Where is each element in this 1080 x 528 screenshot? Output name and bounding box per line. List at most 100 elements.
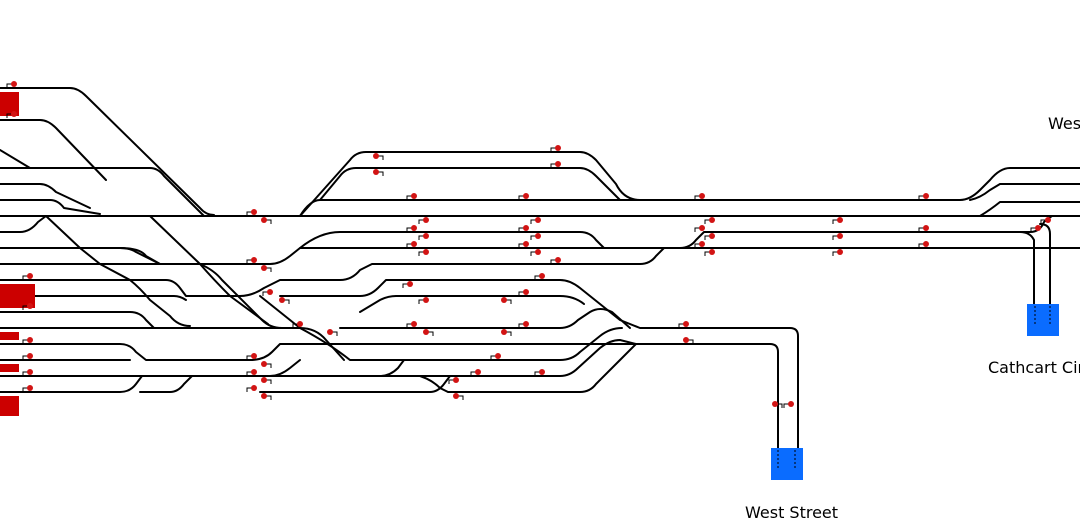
platform-block	[0, 396, 19, 416]
signal-icon[interactable]	[1030, 225, 1041, 232]
signal-head	[423, 249, 429, 255]
signal-icon[interactable]	[550, 161, 561, 168]
signal-head	[1045, 217, 1051, 223]
signal-icon[interactable]	[418, 249, 429, 256]
signal-icon[interactable]	[530, 217, 541, 224]
signal-post	[22, 339, 28, 344]
signal-icon[interactable]	[261, 217, 272, 224]
signal-icon[interactable]	[22, 353, 33, 360]
signal-head	[27, 353, 33, 359]
signal-icon[interactable]	[918, 193, 929, 200]
signal-icon[interactable]	[418, 217, 429, 224]
signal-icon[interactable]	[530, 233, 541, 240]
signal-icon[interactable]	[246, 257, 257, 264]
signal-icon[interactable]	[453, 393, 464, 400]
signal-icon[interactable]	[406, 241, 417, 248]
signal-icon[interactable]	[373, 153, 384, 160]
signal-head	[27, 369, 33, 375]
signal-post	[266, 219, 272, 224]
track-line	[0, 311, 301, 329]
signal-post	[406, 243, 412, 248]
signal-icon[interactable]	[279, 297, 290, 304]
signal-icon[interactable]	[246, 209, 257, 216]
signal-head	[251, 209, 257, 215]
signal-icon[interactable]	[418, 297, 429, 304]
signal-icon[interactable]	[246, 369, 257, 376]
signal-icon[interactable]	[261, 265, 272, 272]
signal-post	[550, 163, 556, 168]
signal-icon[interactable]	[406, 225, 417, 232]
signal-icon[interactable]	[373, 169, 384, 176]
signal-icon[interactable]	[262, 289, 273, 296]
signal-head	[27, 385, 33, 391]
signal-icon[interactable]	[406, 321, 417, 328]
signal-icon[interactable]	[832, 233, 843, 240]
signal-icon[interactable]	[772, 401, 783, 408]
signal-icon[interactable]	[22, 369, 33, 376]
signal-icon[interactable]	[550, 257, 561, 264]
signal-post	[518, 227, 524, 232]
signal-icon[interactable]	[448, 377, 459, 384]
signal-icon[interactable]	[694, 241, 705, 248]
signal-icon[interactable]	[22, 273, 33, 280]
signal-post	[266, 379, 272, 384]
signal-icon[interactable]	[246, 353, 257, 360]
signal-icon[interactable]	[518, 321, 529, 328]
signal-head	[523, 225, 529, 231]
signal-icon[interactable]	[261, 393, 272, 400]
signal-icon[interactable]	[918, 225, 929, 232]
signal-icon[interactable]	[704, 217, 715, 224]
signal-icon[interactable]	[501, 297, 512, 304]
signal-icon[interactable]	[678, 321, 689, 328]
signal-icon[interactable]	[694, 193, 705, 200]
signal-icon[interactable]	[704, 233, 715, 240]
signal-icon[interactable]	[550, 145, 561, 152]
signal-icon[interactable]	[470, 369, 481, 376]
signal-icon[interactable]	[423, 329, 434, 336]
signal-icon[interactable]	[832, 249, 843, 256]
signal-icon[interactable]	[490, 353, 501, 360]
signal-icon[interactable]	[261, 377, 272, 384]
signal-icon[interactable]	[406, 193, 417, 200]
station-block-icon[interactable]	[1027, 304, 1059, 336]
buffer-stop-icon	[777, 450, 796, 470]
signal-icon[interactable]	[704, 249, 715, 256]
signal-post	[832, 235, 838, 240]
signal-icon[interactable]	[518, 289, 529, 296]
signal-icon[interactable]	[246, 385, 257, 392]
signal-post	[678, 323, 684, 328]
signal-icon[interactable]	[402, 281, 413, 288]
track-line	[279, 279, 799, 449]
signal-icon[interactable]	[501, 329, 512, 336]
signal-head	[837, 217, 843, 223]
signal-head	[539, 273, 545, 279]
signal-icon[interactable]	[1040, 217, 1051, 224]
station-block-icon[interactable]	[771, 448, 803, 480]
signal-icon[interactable]	[832, 217, 843, 224]
signal-icon[interactable]	[530, 249, 541, 256]
signal-icon[interactable]	[918, 241, 929, 248]
track-line	[45, 215, 191, 327]
signal-icon[interactable]	[6, 81, 17, 88]
signal-icon[interactable]	[518, 241, 529, 248]
signal-icon[interactable]	[292, 321, 303, 328]
signal-head	[267, 289, 273, 295]
signal-icon[interactable]	[683, 337, 694, 344]
signal-icon[interactable]	[518, 225, 529, 232]
signal-head	[11, 111, 17, 117]
signal-icon[interactable]	[327, 329, 338, 336]
signal-icon[interactable]	[6, 111, 17, 118]
signal-icon[interactable]	[694, 225, 705, 232]
signal-icon[interactable]	[418, 233, 429, 240]
signal-head	[261, 361, 267, 367]
buffer-stop-icon	[1034, 306, 1051, 326]
signal-icon[interactable]	[22, 303, 33, 310]
signal-icon[interactable]	[534, 369, 545, 376]
signal-icon[interactable]	[22, 337, 33, 344]
signal-icon[interactable]	[783, 401, 794, 408]
signal-icon[interactable]	[22, 385, 33, 392]
signal-icon[interactable]	[261, 361, 272, 368]
signal-icon[interactable]	[518, 193, 529, 200]
signal-post	[704, 251, 710, 256]
signal-icon[interactable]	[534, 273, 545, 280]
